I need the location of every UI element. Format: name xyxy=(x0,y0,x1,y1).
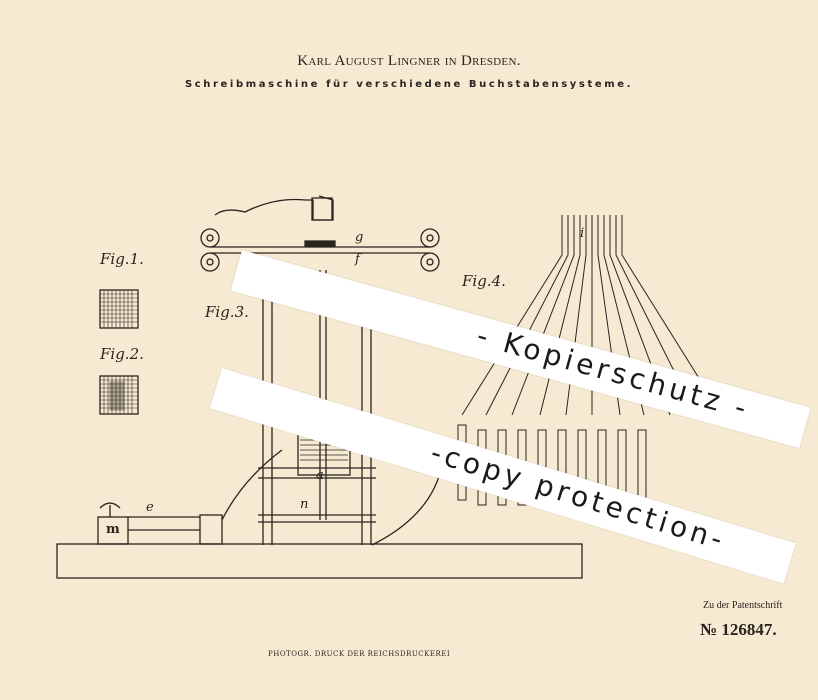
patent-number: № 126847. xyxy=(700,620,777,640)
fig1-label: Fig.1. xyxy=(100,250,144,268)
printer-credit: PHOTOGR. DRUCK DER REICHSDRUCKEREI xyxy=(268,650,450,658)
label-a: a xyxy=(316,468,324,483)
label-i: i xyxy=(580,226,584,241)
fig4-label: Fig.4. xyxy=(462,272,506,290)
fig2-label: Fig.2. xyxy=(100,345,144,363)
label-g: g xyxy=(355,230,363,245)
label-e: e xyxy=(146,500,154,515)
label-m: m xyxy=(106,522,120,537)
label-n: n xyxy=(300,497,308,512)
patent-reference-label: Zu der Patentschrift xyxy=(703,600,782,611)
fig3-label: Fig.3. xyxy=(205,303,249,321)
fig1-grid xyxy=(100,290,138,328)
label-f: f xyxy=(355,252,360,267)
fig2-grid xyxy=(100,376,138,414)
